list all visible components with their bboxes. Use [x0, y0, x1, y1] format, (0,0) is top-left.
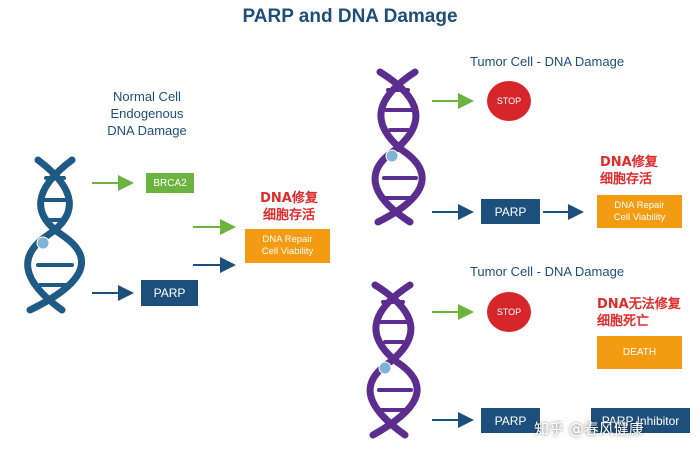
- diagram-title: PARP and DNA Damage: [242, 6, 458, 27]
- tumor1-stop-sign: STOP: [487, 81, 531, 121]
- normal-cell-label: Normal Cell Endogenous DNA Damage: [92, 88, 202, 139]
- normal-cell-label-line: Endogenous: [110, 106, 184, 121]
- normal-repair-box-line: DNA Repair: [262, 234, 313, 245]
- normal-cell-label-line: DNA Damage: [107, 123, 187, 138]
- death-box: DEATH: [597, 336, 682, 369]
- tumor2-stop-sign: STOP: [487, 292, 531, 332]
- tumor1-viability-box-line: DNA Repair: [614, 199, 665, 211]
- tumor1-viability-box-line: Cell Viability: [613, 211, 666, 223]
- normal-repair-box: DNA Repair Cell Viability: [245, 229, 330, 263]
- normal-result-cn: DNA修复 细胞存活: [244, 190, 334, 224]
- brca2-box: BRCA2: [146, 173, 194, 193]
- normal-dna-helix-icon: [24, 156, 86, 314]
- tumor1-result-cn-line: 细胞存活: [600, 172, 653, 187]
- normal-result-cn-line: DNA修复: [260, 191, 318, 206]
- normal-result-cn-line: 细胞存活: [262, 208, 315, 223]
- parp-box-tumor1: PARP: [481, 199, 540, 224]
- tumor2-result-cn-line: DNA无法修复: [597, 297, 681, 312]
- tumor2-dna-helix-icon: [366, 281, 421, 439]
- parp-box-tumor2: PARP: [481, 408, 540, 433]
- tumor1-result-cn: DNA修复 细胞存活: [600, 154, 680, 188]
- watermark: 知乎 @春风健康: [534, 420, 644, 438]
- tumor1-viability-box: DNA Repair Cell Viability: [597, 195, 682, 228]
- tumor2-label: Tumor Cell - DNA Damage: [469, 264, 625, 279]
- tumor1-label: Tumor Cell - DNA Damage: [469, 54, 625, 69]
- tumor2-result-cn-line: 细胞死亡: [597, 314, 650, 329]
- parp-box-normal: PARP: [141, 280, 198, 306]
- tumor1-dna-helix-icon: [371, 68, 426, 226]
- tumor1-result-cn-line: DNA修复: [600, 155, 658, 170]
- parp-inhibitor-box: PARP Inhibitor: [591, 408, 690, 433]
- normal-cell-label-line: Normal Cell: [113, 89, 181, 104]
- normal-repair-box-line: Cell Viability: [261, 246, 314, 257]
- tumor2-result-cn: DNA无法修复 细胞死亡: [597, 296, 697, 330]
